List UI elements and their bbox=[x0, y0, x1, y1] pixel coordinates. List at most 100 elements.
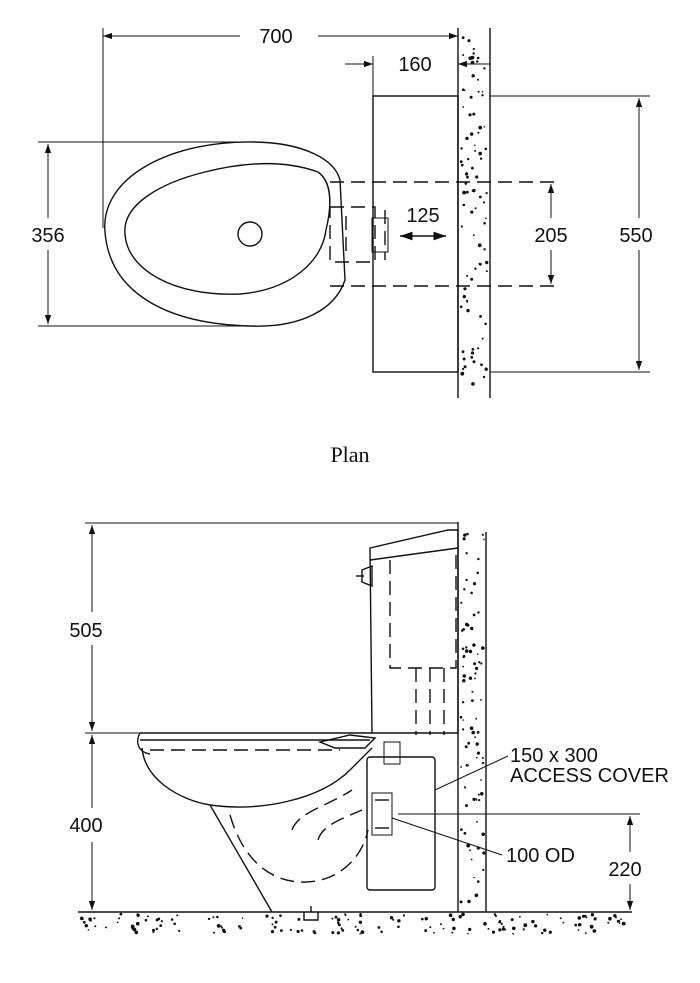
speckle bbox=[421, 917, 424, 921]
speckle bbox=[480, 779, 482, 781]
speckle bbox=[465, 804, 468, 808]
dim-label-400: 400 bbox=[69, 815, 102, 837]
speckle bbox=[461, 36, 465, 40]
speckle bbox=[170, 918, 174, 921]
plan-view: 700 160 356 125 205 bbox=[31, 26, 652, 467]
speckle bbox=[480, 363, 483, 367]
speckle bbox=[458, 915, 462, 919]
speckle bbox=[465, 578, 468, 582]
speckle bbox=[241, 917, 244, 919]
speckle bbox=[216, 915, 219, 919]
speckle bbox=[467, 741, 471, 745]
speckle bbox=[466, 274, 469, 277]
speckle bbox=[476, 653, 479, 656]
speckle bbox=[463, 365, 467, 369]
speckle bbox=[466, 175, 469, 179]
speckle bbox=[498, 928, 502, 932]
speckle bbox=[271, 916, 274, 920]
speckle bbox=[475, 717, 478, 720]
speckle bbox=[476, 60, 479, 63]
speckle bbox=[155, 927, 158, 931]
speckle bbox=[491, 930, 496, 934]
speckle bbox=[93, 917, 96, 920]
speckle bbox=[459, 715, 463, 719]
speckle bbox=[265, 914, 269, 918]
speckle bbox=[472, 643, 476, 647]
cistern-elevation bbox=[356, 529, 459, 735]
speckle bbox=[402, 914, 405, 917]
plan-caption: Plan bbox=[330, 442, 369, 467]
speckle bbox=[470, 626, 474, 631]
dim-outlet-height: 220 bbox=[398, 813, 642, 910]
speckle bbox=[356, 928, 360, 932]
speckle bbox=[480, 792, 484, 796]
speckle bbox=[344, 913, 347, 916]
speckle bbox=[468, 649, 473, 654]
speckle bbox=[534, 924, 538, 928]
speckle bbox=[94, 925, 97, 928]
speckle bbox=[477, 557, 480, 561]
speckle bbox=[478, 195, 482, 199]
pan-elevation bbox=[137, 732, 401, 921]
speckle bbox=[439, 923, 442, 926]
speckle bbox=[274, 920, 278, 924]
speckle bbox=[468, 39, 471, 41]
speckle bbox=[478, 799, 481, 802]
speckle bbox=[463, 588, 466, 591]
speckle bbox=[574, 923, 578, 927]
speckle bbox=[546, 913, 549, 916]
speckle bbox=[474, 666, 479, 671]
speckle bbox=[466, 299, 469, 302]
speckle bbox=[463, 287, 467, 291]
speckle bbox=[474, 893, 479, 898]
speckle bbox=[336, 918, 341, 922]
speckle bbox=[531, 919, 535, 924]
speckle bbox=[462, 665, 464, 668]
speckle bbox=[471, 730, 476, 735]
access-cover-label-line1: 150 x 300 bbox=[510, 745, 598, 767]
speckle bbox=[460, 766, 462, 768]
speckle bbox=[577, 923, 582, 927]
speckle bbox=[472, 52, 475, 55]
speckle bbox=[481, 832, 486, 837]
speckle bbox=[470, 351, 475, 355]
speckle bbox=[476, 756, 478, 759]
dim-label-160: 160 bbox=[398, 54, 431, 76]
speckle bbox=[474, 736, 476, 739]
speckle bbox=[481, 90, 484, 93]
speckle bbox=[481, 94, 484, 97]
speckle bbox=[512, 926, 516, 931]
speckle bbox=[467, 932, 469, 935]
dim-label-700: 700 bbox=[259, 26, 292, 48]
cistern-plan-outline bbox=[372, 95, 459, 373]
speckle bbox=[221, 926, 224, 929]
speckle bbox=[510, 918, 514, 922]
speckle bbox=[477, 78, 479, 81]
speckle bbox=[220, 925, 223, 928]
speckle bbox=[543, 928, 547, 932]
speckle bbox=[463, 831, 467, 835]
speckle bbox=[465, 764, 469, 767]
speckle bbox=[462, 106, 465, 108]
speckle bbox=[541, 931, 544, 935]
speckle bbox=[494, 914, 497, 918]
speckle bbox=[152, 930, 155, 934]
speckle bbox=[451, 931, 454, 934]
speckle bbox=[461, 163, 464, 167]
speckle bbox=[465, 136, 469, 141]
floor bbox=[78, 911, 632, 935]
speckle bbox=[466, 172, 468, 174]
speckle bbox=[471, 166, 474, 170]
speckle bbox=[474, 677, 476, 680]
speckle bbox=[481, 761, 485, 765]
speckle bbox=[160, 920, 163, 923]
speckle bbox=[463, 786, 467, 789]
speckle bbox=[592, 929, 597, 933]
speckle bbox=[354, 925, 357, 928]
speckle bbox=[157, 917, 161, 921]
speckle bbox=[474, 207, 477, 210]
speckle bbox=[476, 56, 480, 60]
speckle bbox=[87, 929, 90, 931]
speckle bbox=[212, 916, 215, 919]
dim-pan-width: 356 bbox=[31, 141, 250, 327]
